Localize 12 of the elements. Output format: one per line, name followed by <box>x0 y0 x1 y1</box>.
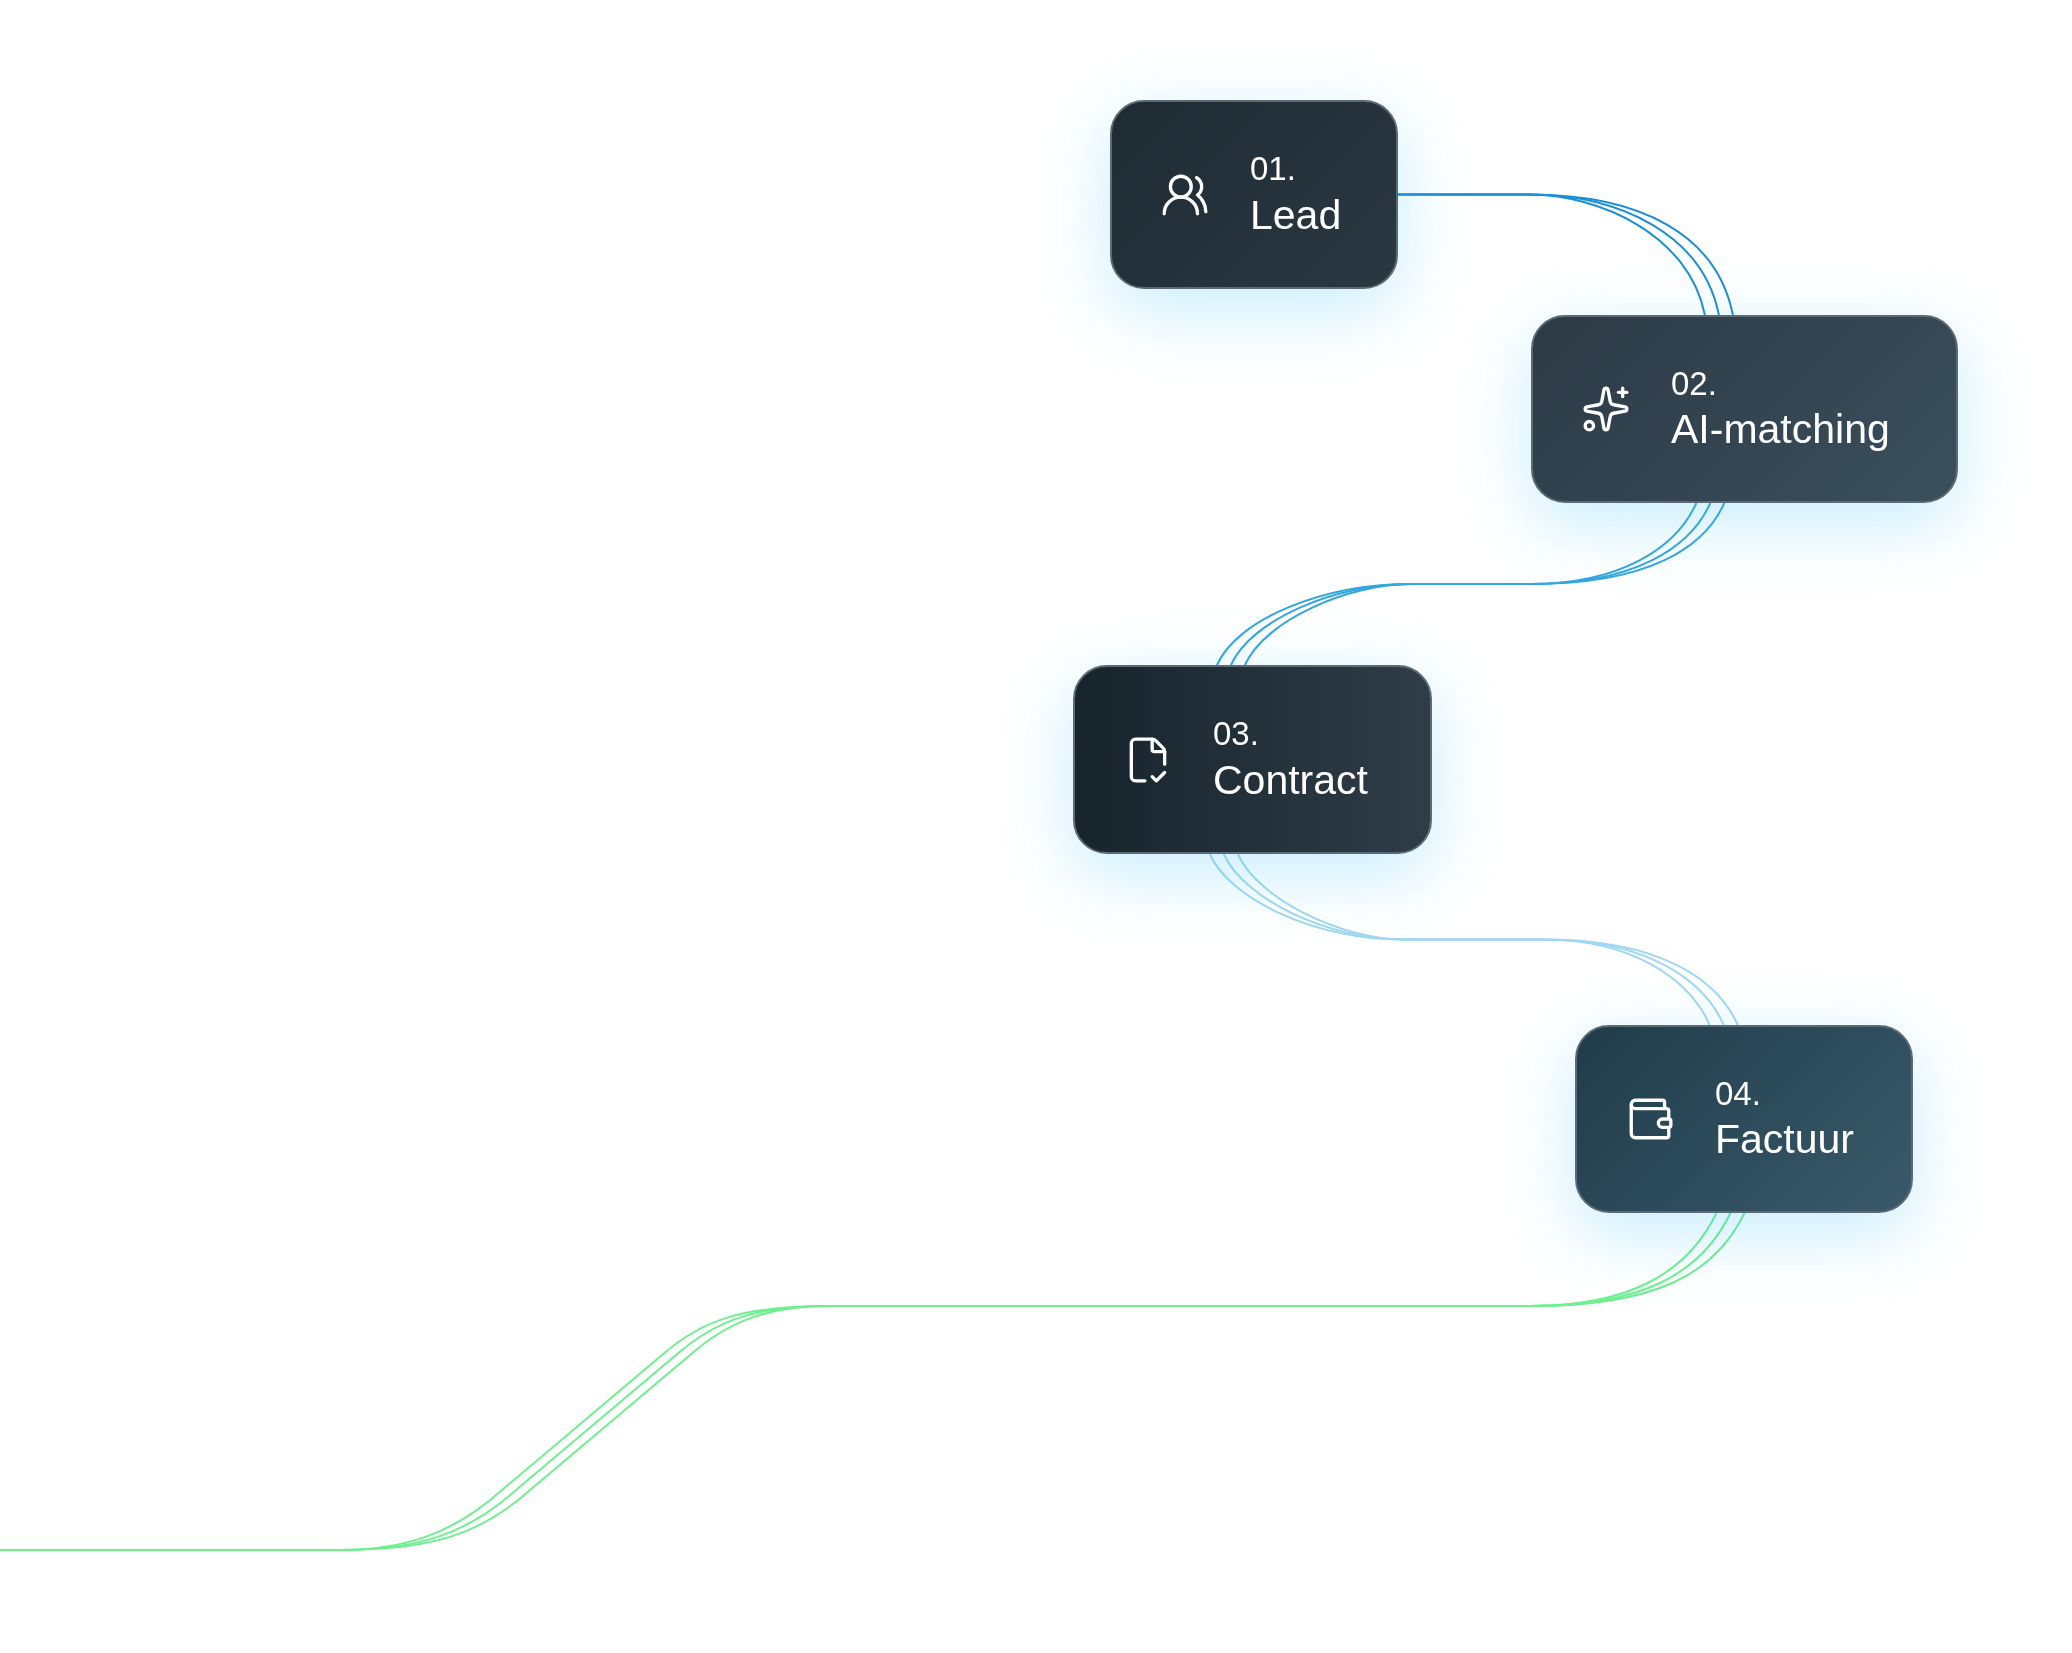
step-title: Factuur <box>1715 1115 1854 1164</box>
step-title: Contract <box>1213 755 1368 805</box>
step-number: 04. <box>1715 1073 1762 1114</box>
step-card <box>1110 100 1398 289</box>
step-card <box>1073 665 1432 854</box>
step-number: 03. <box>1213 714 1260 755</box>
step-title: AI-matching <box>1671 405 1890 454</box>
step-title: Lead <box>1250 190 1342 240</box>
step-card <box>1531 315 1958 503</box>
step-card <box>1575 1025 1913 1213</box>
step-number: 01. <box>1250 149 1297 190</box>
step-number: 02. <box>1671 363 1718 404</box>
